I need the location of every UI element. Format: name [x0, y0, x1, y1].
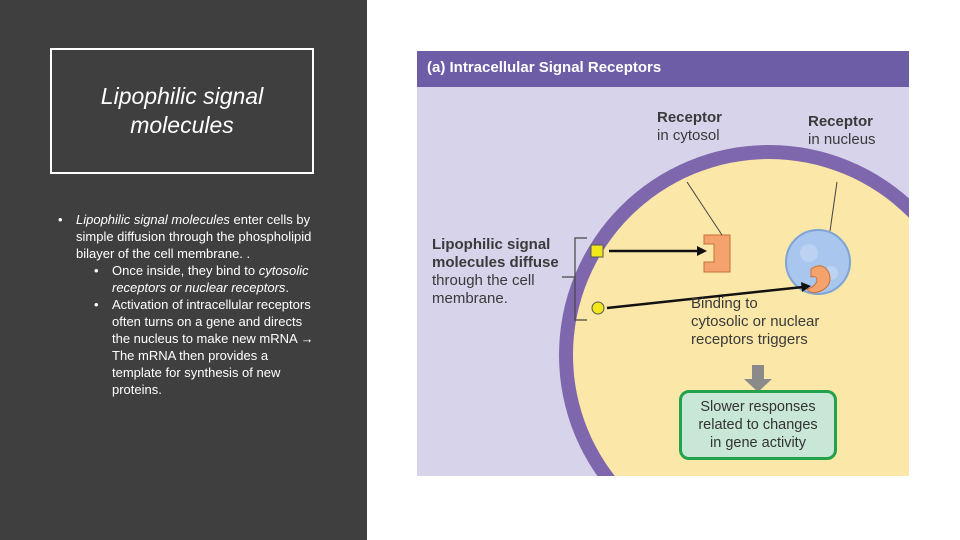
down-arrow-shaft [752, 365, 764, 379]
label-lipophilic-4: membrane. [432, 290, 508, 307]
bullet-2a-text: Once inside, they bind to [112, 263, 259, 278]
arrow-icon: → [300, 331, 314, 346]
arrow-to-nucleus [606, 285, 804, 310]
label-receptor-nucleus-1: Receptor [808, 113, 874, 130]
title-box: Lipophilic signal molecules [50, 48, 314, 174]
label-receptor-nucleus-2: in nucleus [808, 131, 876, 148]
label-binding-2: cytosolic or nuclear [691, 313, 820, 330]
label-receptor-cytosol-1: Receptor [657, 109, 723, 126]
bullet-item-1: • Lipophilic signal molecules enter cells… [56, 211, 316, 262]
figure-body: Receptor in cytosol Receptor in nucleus … [417, 87, 909, 476]
bullet-marker: • [94, 263, 99, 278]
figure-intracellular-receptors: (a) Intracellular Signal Receptors [417, 51, 909, 476]
bullet-1-text: enter cells by simple diffusion through … [76, 212, 312, 261]
label-lipophilic-1: Lipophilic signal [432, 236, 551, 253]
label-receptor-cytosol-2: in cytosol [657, 127, 720, 144]
bullet-list: • Lipophilic signal molecules enter cells… [56, 211, 316, 398]
bullet-item-2a: • Once inside, they bind to cytosolic rec… [56, 262, 316, 296]
signal-circle [591, 301, 605, 315]
figure-header: (a) Intracellular Signal Receptors [417, 51, 909, 87]
signal-square [590, 244, 604, 258]
label-lipophilic-3: through the cell [432, 272, 535, 289]
bullet-marker: • [58, 212, 63, 227]
bullet-1-italic: Lipophilic signal molecules [76, 212, 230, 227]
figure-title: (a) Intracellular Signal Receptors [427, 59, 662, 76]
response-line-3: in gene activity [710, 435, 806, 451]
leader-line-cytosol [686, 181, 723, 236]
cytosolic-receptor [703, 234, 731, 273]
nuclear-receptor [806, 265, 831, 294]
label-lipophilic-2-text: molecules diffuse [432, 254, 559, 271]
response-line-2: related to changes [698, 417, 818, 433]
slide-title: Lipophilic signal molecules [100, 83, 264, 138]
bracket [574, 237, 587, 321]
bullet-2a-italic: cytosolic receptors or nuclear receptors [112, 263, 309, 295]
bullet-item-2b: • Activation of intracellular receptors o… [56, 296, 316, 398]
label-binding-3: receptors triggers [691, 331, 808, 348]
arrow-head [697, 246, 707, 256]
left-panel: Lipophilic signal molecules • Lipophilic … [0, 0, 367, 540]
bullet-marker: • [94, 297, 99, 312]
response-box: Slower responses related to changes in g… [679, 390, 837, 460]
leader-line-nucleus [829, 181, 838, 232]
down-arrow-head [744, 379, 772, 392]
nucleolus [800, 244, 818, 262]
label-binding-1: Binding to [691, 295, 758, 312]
label-lipophilic-2: molecules diffuse [432, 254, 559, 272]
bullet-2b-text-2: The mRNA then provides a template for sy… [112, 348, 281, 397]
arrow-head [801, 282, 811, 292]
response-line-1: Slower responses [700, 399, 816, 415]
bullet-2b-text-1: Activation of intracellular receptors of… [112, 297, 311, 346]
bullet-2a-end: . [285, 280, 290, 295]
response-text: Slower responses related to changes in g… [698, 398, 817, 452]
